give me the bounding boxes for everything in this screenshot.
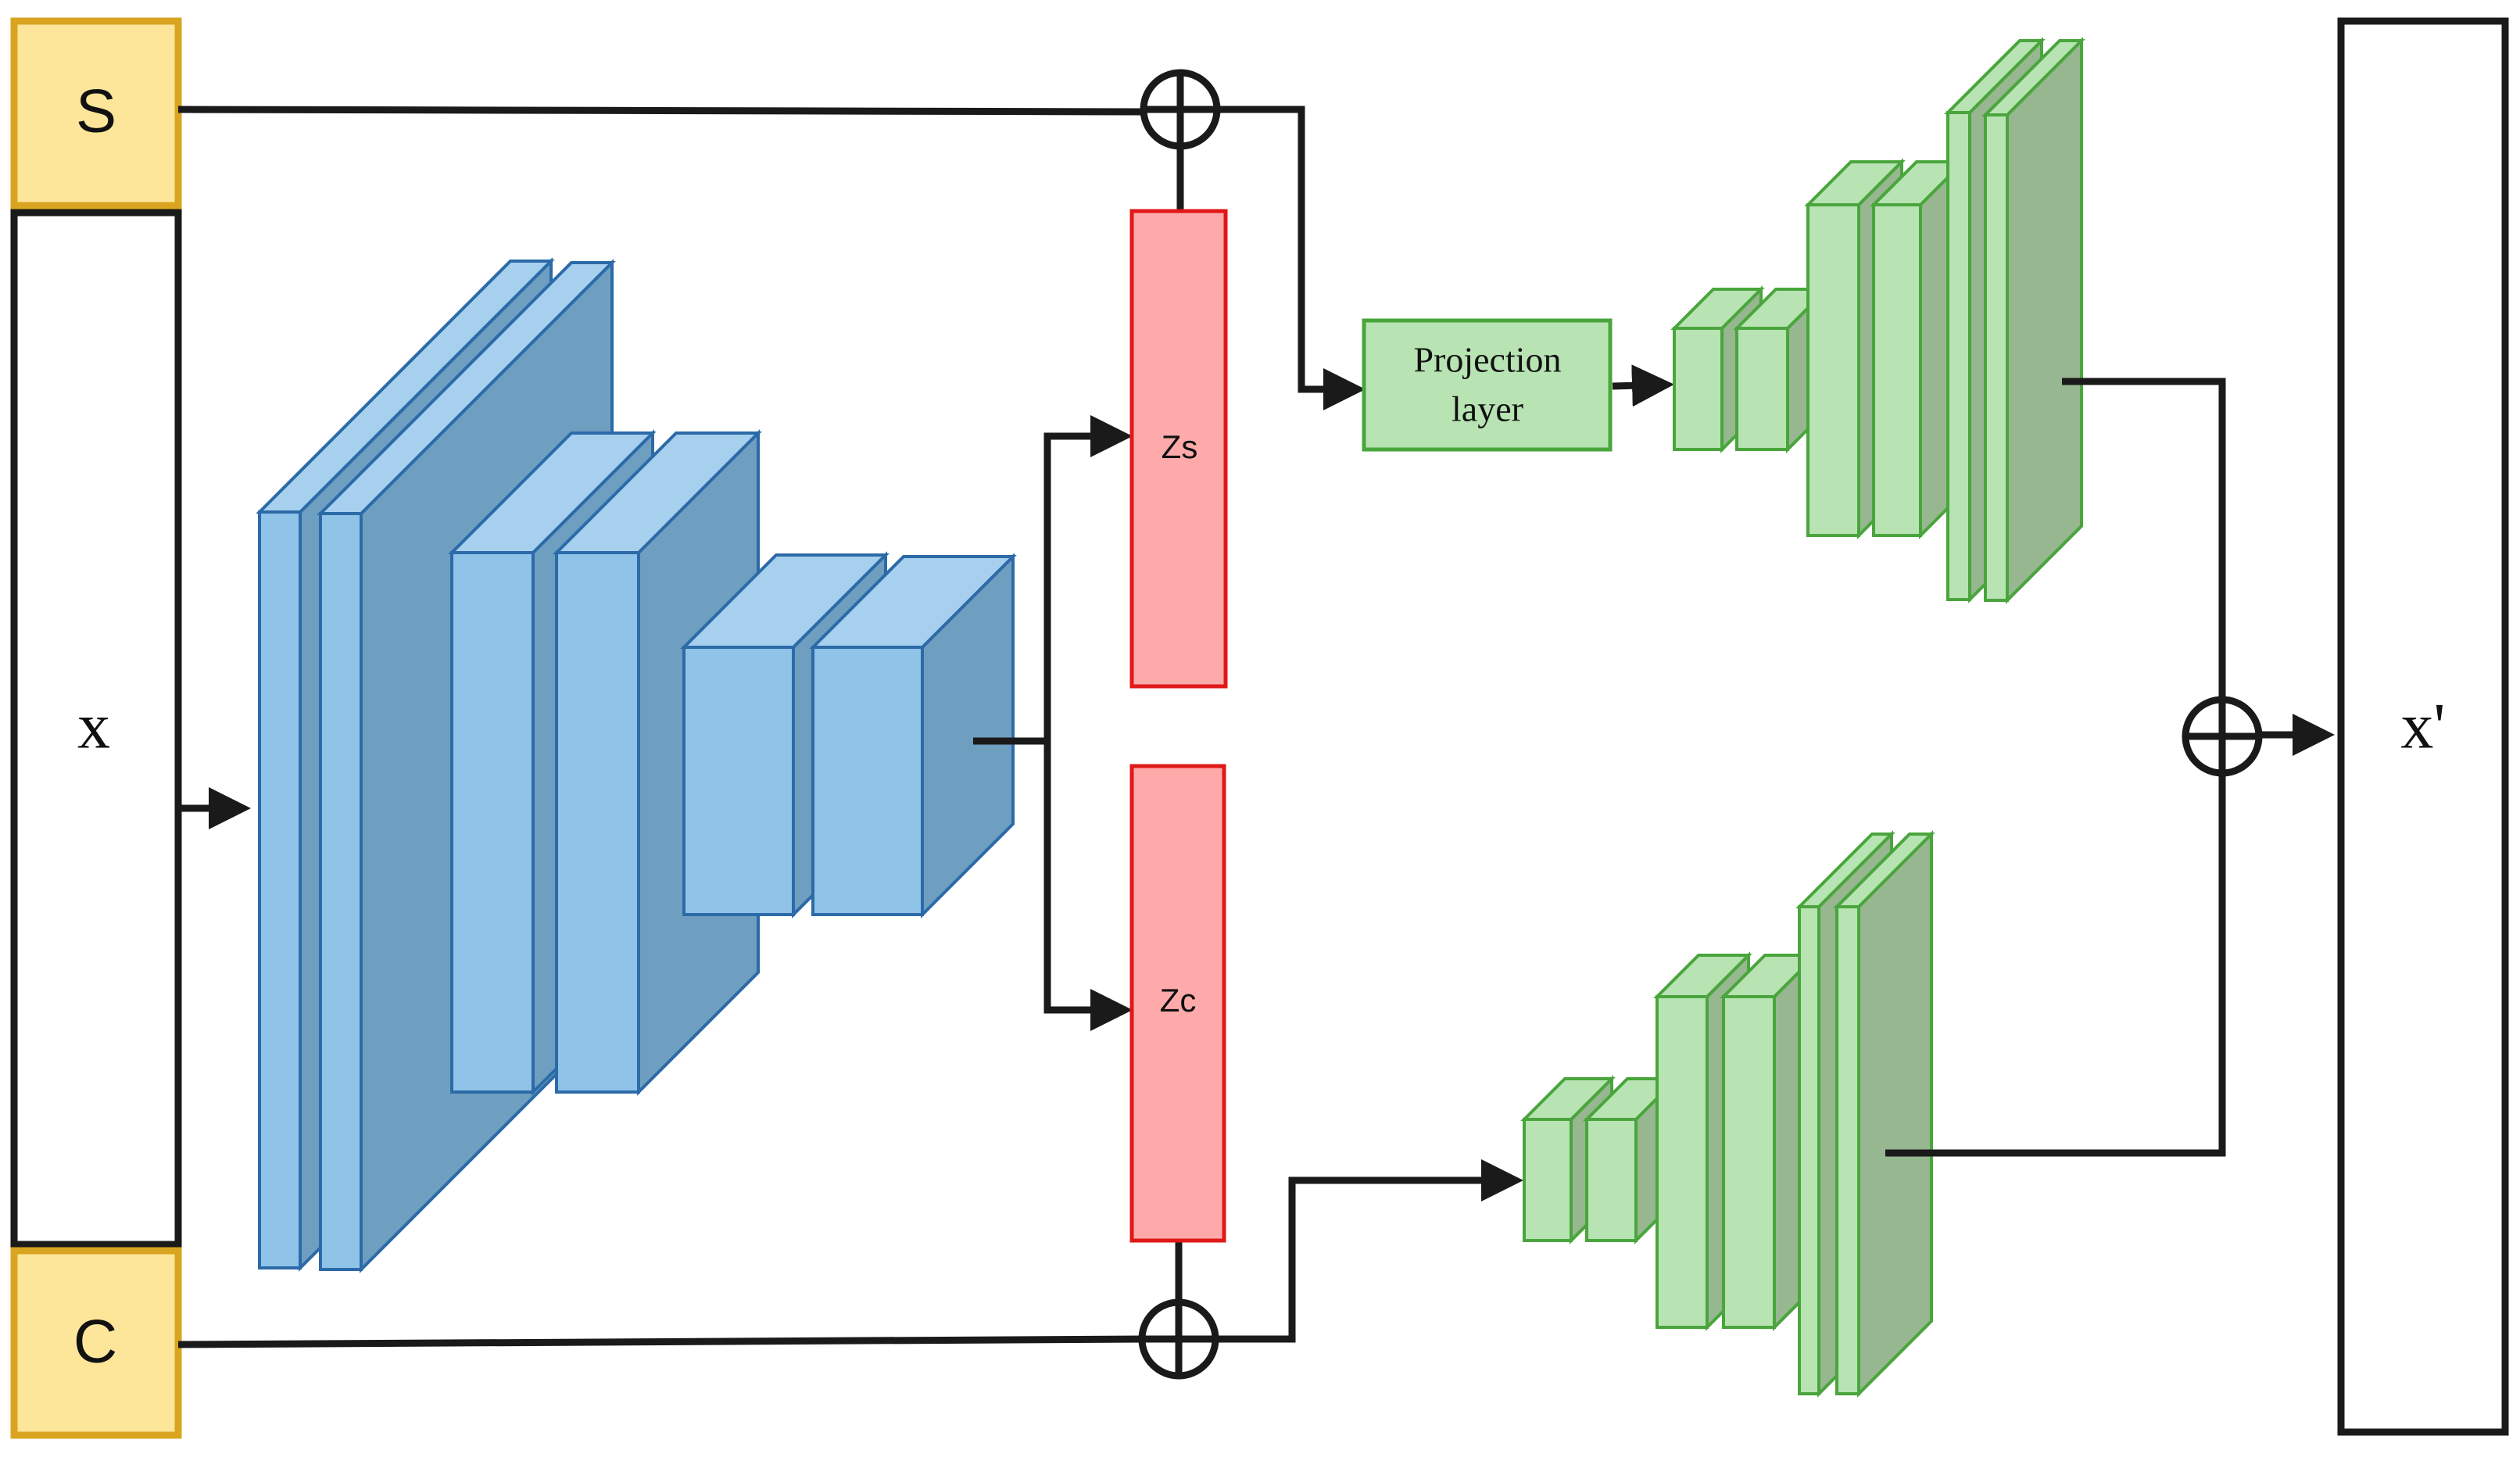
c-to-bottom-adder-line xyxy=(177,1335,1144,1348)
upper-decoder-layer-6-side xyxy=(2006,37,2083,604)
s-to-top-adder-line xyxy=(177,106,1144,116)
upper-decoder-layer-6-front xyxy=(1984,113,2009,602)
upper-decoder-layer-4-front xyxy=(1872,203,1922,537)
zs-label: Zs xyxy=(1162,428,1198,465)
encoder-to-zc-arrow xyxy=(1043,741,1133,1031)
encoder-layer-6-front xyxy=(811,646,924,916)
encoder-layer-4-front xyxy=(555,551,640,1094)
upper-decoder-layer-1-front xyxy=(1673,327,1724,451)
lower-decoder-layer-2-front xyxy=(1585,1118,1638,1242)
top-adder xyxy=(1140,69,1221,150)
c-label: C xyxy=(73,1307,117,1376)
x-input-box xyxy=(10,209,182,1248)
encoder-layer-2-front xyxy=(319,512,363,1271)
lower-decoder-layer-6 xyxy=(1833,830,1935,1398)
upper-decoder-layer-3-front xyxy=(1806,203,1860,537)
encoder-layer-1-front xyxy=(258,510,302,1269)
x-prime-output-box xyxy=(2337,17,2509,1436)
x-prime-label: x' xyxy=(2400,689,2445,762)
decoder-output-tails xyxy=(1885,378,2083,1157)
adders xyxy=(1138,69,2263,1380)
top-adder-to-projection-arrow xyxy=(1217,106,1366,410)
zc-label: Zc xyxy=(1160,982,1197,1019)
connector-lines xyxy=(177,106,2335,1348)
output-adder xyxy=(2182,696,2263,777)
encoder-layer-3-front xyxy=(450,551,535,1094)
lower-decoder-layer-4-front xyxy=(1722,995,1776,1329)
lower-decoder-layer-6-side xyxy=(1857,830,1933,1398)
projection-layer-line1: Projection xyxy=(1413,340,1561,380)
lower-decoder-layer-5-front xyxy=(1798,905,1820,1395)
encoder-layer-6 xyxy=(809,553,1017,918)
encoder-layer-5-front xyxy=(682,646,795,916)
latent-vectors: Zs Zc xyxy=(1129,209,1228,1243)
upper-decoder-layer-6 xyxy=(1981,37,2085,604)
projection-layer-box xyxy=(1362,318,1613,452)
lower-decoder-layer-1-front xyxy=(1523,1118,1573,1242)
bottom-adder xyxy=(1138,1298,1219,1380)
lower-decoder-layer-6-front xyxy=(1835,905,1860,1395)
upper-decoder-to-output-adder-line xyxy=(2062,378,2226,700)
zs-latent-box xyxy=(1129,209,1228,689)
s-label: S xyxy=(76,77,116,145)
encoder-to-zs-arrow xyxy=(1043,415,1133,741)
upper-decoder-layer-2-front xyxy=(1735,327,1789,451)
lower-decoder xyxy=(1520,830,1935,1398)
lower-decoder-layer-3-front xyxy=(1656,995,1709,1329)
encoder xyxy=(256,257,1017,1273)
x-label: x xyxy=(77,689,110,762)
bottom-adder-to-decoder-arrow xyxy=(1217,1159,1523,1343)
lower-decoder-to-output-adder-line xyxy=(1885,772,2226,1157)
c-condition-box xyxy=(10,1247,182,1439)
projection-layer-line2: layer xyxy=(1452,389,1523,429)
output-column: x' xyxy=(2337,17,2509,1436)
upper-decoder-layer-5-front xyxy=(1946,111,1971,601)
input-column: S x C xyxy=(10,17,182,1439)
zc-latent-box xyxy=(1129,764,1226,1243)
projection-to-decoder-arrow xyxy=(1612,364,1674,407)
projection-layer: Projection layer xyxy=(1362,318,1613,452)
s-condition-box xyxy=(10,17,182,209)
upper-decoder xyxy=(1670,37,2085,604)
